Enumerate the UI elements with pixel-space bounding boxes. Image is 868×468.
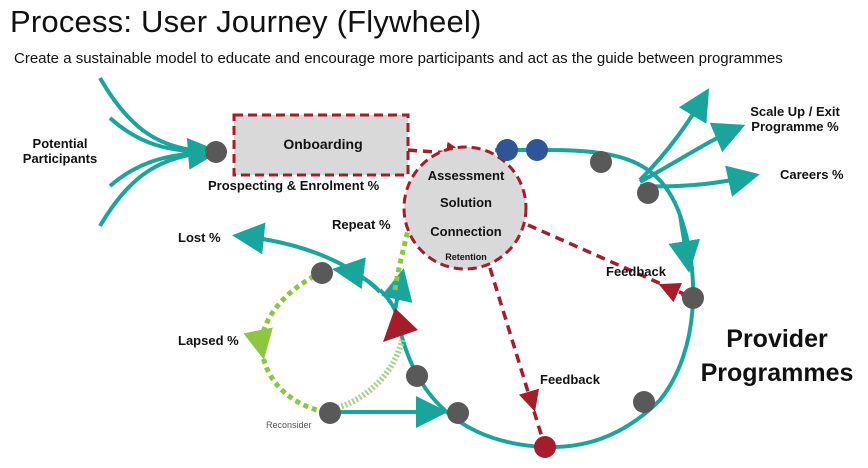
node-exit: [637, 182, 659, 204]
page-title: Process: User Journey (Flywheel): [10, 4, 482, 39]
node-reconsider: [319, 402, 341, 424]
provider-label-line1: Provider: [726, 325, 828, 353]
node-lost: [311, 262, 333, 284]
scale-up-label-line2: Programme %: [751, 119, 839, 134]
node-inner-lower: [406, 365, 428, 387]
scale-up-label: Scale Up / Exit Programme %: [740, 104, 850, 134]
node-bottom-red: [534, 436, 556, 458]
node-feedback-right: [682, 287, 704, 309]
lost-label: Lost %: [178, 230, 221, 245]
scale-up-label-line1: Scale Up / Exit: [750, 104, 840, 119]
repeat-label: Repeat %: [332, 217, 391, 232]
incoming-participant-lines: [98, 77, 220, 228]
onboarding-box: [232, 113, 410, 177]
potential-participants-label: Potential Participants: [20, 136, 100, 166]
node-entry: [205, 141, 227, 163]
feedback-right-label: Feedback: [606, 264, 666, 279]
page-subtitle: Create a sustainable model to educate an…: [14, 50, 783, 67]
exit-branches: [638, 88, 760, 197]
assessment-circle: [402, 145, 528, 271]
retention-label: Retention: [445, 252, 487, 262]
potential-participants-label-line2: Participants: [22, 151, 98, 166]
provider-programmes-label: Provider Programmes: [697, 322, 857, 390]
connection-label: Connection: [430, 224, 502, 239]
node-blue-1: [496, 139, 518, 161]
onboarding-label: Onboarding: [283, 136, 363, 152]
prospecting-enrolment-label: Prospecting & Enrolment %: [208, 178, 380, 193]
reconsider-label: Reconsider: [266, 420, 312, 430]
lapsed-label: Lapsed %: [178, 333, 239, 348]
potential-participants-label-line1: Potential: [32, 136, 88, 151]
retention-triangle: [383, 308, 418, 342]
assessment-label: Assessment: [427, 168, 505, 183]
feedback-bottom-label: Feedback: [540, 372, 600, 387]
lapsed-paths: [243, 229, 411, 415]
solution-label: Solution: [440, 195, 492, 210]
node-bottom-right: [633, 391, 655, 413]
node-bottom-mid: [447, 402, 469, 424]
flow-nodes: [205, 139, 704, 458]
provider-label-line2: Programmes: [700, 359, 854, 387]
careers-label: Careers %: [780, 167, 844, 182]
node-blue-2: [526, 139, 548, 161]
inner-paths: [232, 222, 448, 428]
node-top-right: [590, 151, 612, 173]
